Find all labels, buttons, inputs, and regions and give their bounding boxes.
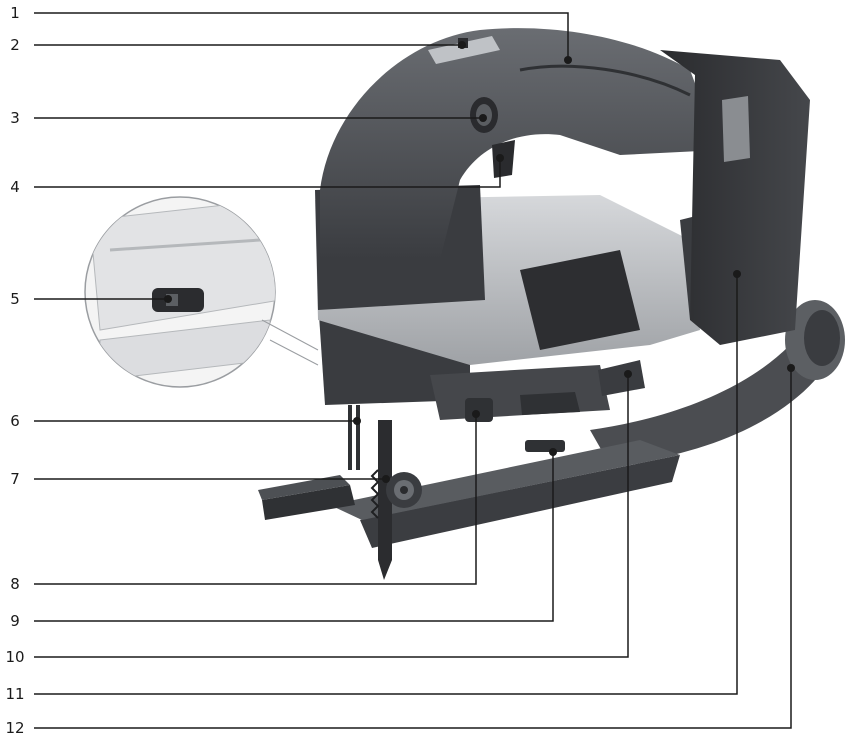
callout-label-3: 3 <box>10 109 20 127</box>
leader-dot-3 <box>479 114 487 122</box>
leader-line-10 <box>34 374 629 658</box>
leader-line-1 <box>34 12 569 60</box>
callout-label-10: 10 <box>5 648 25 666</box>
orbital-selector <box>598 360 645 396</box>
detail-inset <box>84 196 319 388</box>
leader-dot-1 <box>564 56 572 64</box>
leader-dot-9 <box>549 448 557 456</box>
leader-dot-5 <box>164 295 172 303</box>
bevel-lever <box>525 440 565 452</box>
callout-label-6: 6 <box>10 412 20 430</box>
guide-roller <box>386 472 422 508</box>
callout-label-11: 11 <box>5 685 25 703</box>
top-handle <box>320 28 720 260</box>
leader-line-9 <box>34 452 554 622</box>
leader-dot-8 <box>472 410 480 418</box>
callout-label-7: 7 <box>10 470 20 488</box>
callout-label-1: 1 <box>10 4 20 22</box>
leader-line-12 <box>34 368 792 729</box>
leader-dot-2 <box>458 41 466 49</box>
leader-line-4 <box>34 158 501 188</box>
leader-endpoints <box>164 41 795 483</box>
blade-clamp-rods <box>348 405 360 470</box>
leader-line-11 <box>34 274 738 695</box>
leader-lines <box>34 12 792 729</box>
callout-label-2: 2 <box>10 36 20 54</box>
blade-release-lever <box>465 398 493 422</box>
leader-dot-6 <box>353 417 361 425</box>
leader-dot-12 <box>787 364 795 372</box>
callout-label-9: 9 <box>10 612 20 630</box>
leader-dot-4 <box>496 154 504 162</box>
callout-label-8: 8 <box>10 575 20 593</box>
callout-label-4: 4 <box>10 178 20 196</box>
saw-blade <box>370 420 392 580</box>
base-plate <box>258 440 680 548</box>
leader-dot-10 <box>624 370 632 378</box>
leader-line-8 <box>34 414 477 585</box>
leader-dot-11 <box>733 270 741 278</box>
leader-dot-7 <box>382 475 390 483</box>
callout-label-12: 12 <box>5 719 25 737</box>
battery-pack <box>660 50 810 345</box>
dust-extraction-port <box>590 300 845 465</box>
callout-label-5: 5 <box>10 290 20 308</box>
